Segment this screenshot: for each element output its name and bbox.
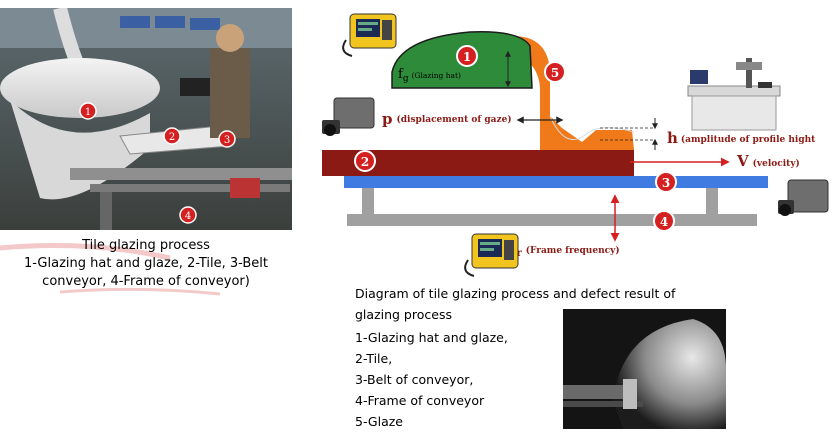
photo-marker-3: 3 bbox=[218, 130, 236, 148]
caption-swoosh bbox=[0, 243, 221, 296]
tile-glazing-photo-drawing: 1 2 3 4 bbox=[0, 8, 292, 230]
svg-text:5: 5 bbox=[551, 66, 559, 80]
svg-text:4: 4 bbox=[185, 211, 191, 222]
diagram-marker-1: 1 bbox=[456, 45, 478, 67]
glazing-diagram: fg(Glazing hat) p(displacement of gaze) … bbox=[322, 13, 829, 277]
conveyor-frame bbox=[347, 188, 757, 226]
profilometer-icon bbox=[687, 58, 781, 131]
vibration-analyzer-icon bbox=[342, 13, 397, 57]
tile-glazing-photo: 1 2 3 4 bbox=[0, 8, 292, 230]
left-caption: Tile glazing process 1-Glazing hat and g… bbox=[0, 237, 292, 291]
photo-marker-1: 1 bbox=[79, 102, 97, 120]
legend-item-1: 1-Glazing hat and glaze, bbox=[355, 330, 508, 345]
diagram-legend: Diagram of tile glazing process and defe… bbox=[355, 285, 725, 432]
defect-result-photo bbox=[563, 309, 726, 429]
v-label: V(velocity) bbox=[736, 152, 800, 170]
defect-result-photo-drawing bbox=[563, 309, 726, 429]
laser-camera-icon bbox=[322, 97, 375, 136]
h-label: h(amplitude of profile hight bbox=[667, 129, 816, 147]
svg-text:2: 2 bbox=[169, 132, 175, 143]
legend-item-3: 3-Belt of conveyor, bbox=[355, 372, 474, 387]
fr-label: fr(Frame frequency) bbox=[510, 239, 620, 259]
svg-text:3: 3 bbox=[662, 176, 670, 190]
diagram-marker-4: 4 bbox=[653, 210, 675, 232]
vibration-analyzer-icon-bottom bbox=[464, 233, 519, 277]
laser-camera-icon-right bbox=[778, 179, 829, 216]
photo-marker-2: 2 bbox=[163, 127, 181, 145]
p-label: p(displacement of gaze) bbox=[382, 110, 512, 128]
left-caption-line-1: 1-Glazing hat and glaze, 2-Tile, 3-Belt bbox=[23, 256, 268, 271]
legend-item-5: 5-Glaze bbox=[355, 414, 403, 429]
left-caption-title: Tile glazing process bbox=[82, 238, 210, 253]
svg-text:1: 1 bbox=[85, 107, 91, 118]
legend-heading-line-1: Diagram of tile glazing process and defe… bbox=[355, 286, 676, 301]
diagram-marker-5: 5 bbox=[544, 61, 566, 83]
photo-marker-4: 4 bbox=[179, 206, 197, 224]
svg-text:1: 1 bbox=[463, 50, 471, 64]
svg-text:3: 3 bbox=[224, 135, 230, 146]
legend-item-4: 4-Frame of conveyor bbox=[355, 393, 485, 408]
legend-heading-line-2: glazing process bbox=[355, 307, 452, 322]
diagram-marker-2: 2 bbox=[354, 150, 376, 172]
svg-text:4: 4 bbox=[660, 215, 668, 229]
svg-text:2: 2 bbox=[361, 155, 369, 169]
legend-item-2: 2-Tile, bbox=[355, 351, 393, 366]
diagram-marker-3: 3 bbox=[655, 171, 677, 193]
glaze-flow bbox=[500, 36, 634, 150]
fg-label: fg(Glazing hat) bbox=[398, 67, 461, 84]
left-caption-line-2: conveyor, 4-Frame of conveyor) bbox=[42, 274, 250, 289]
belt-conveyor bbox=[344, 176, 768, 188]
